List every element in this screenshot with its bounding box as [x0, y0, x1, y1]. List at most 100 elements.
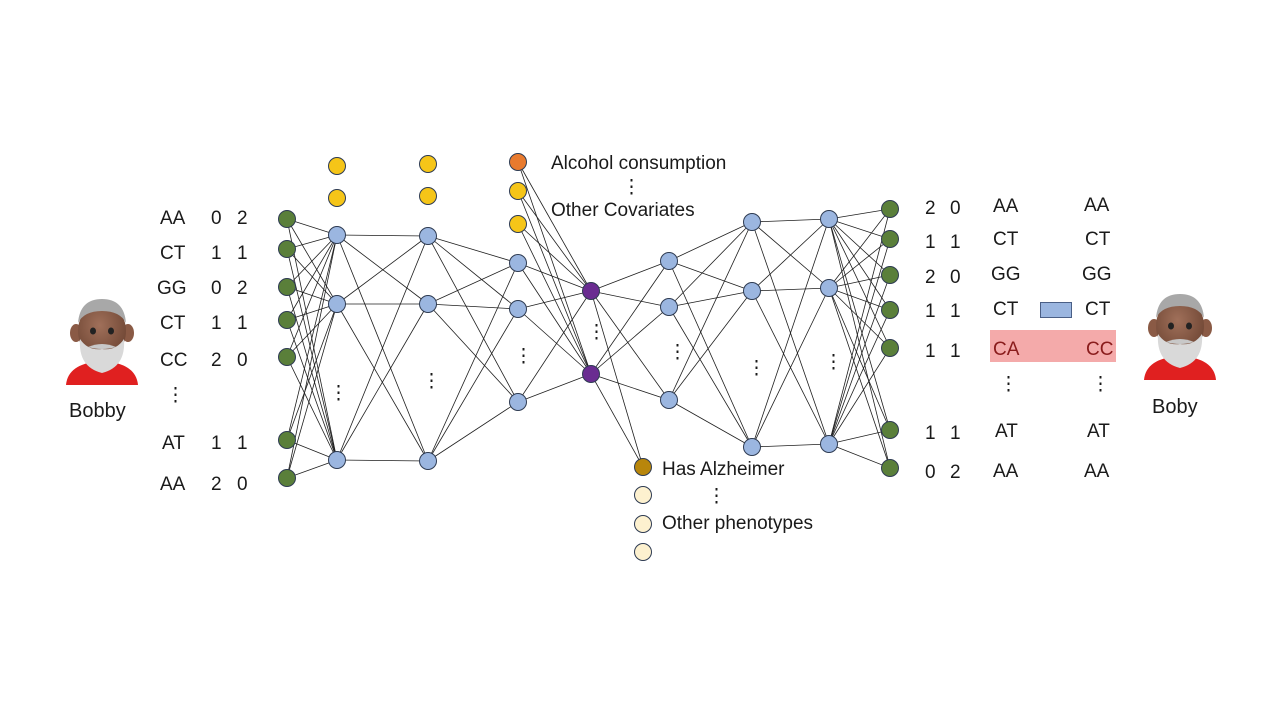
output-node [881, 421, 899, 439]
hidden-node [419, 452, 437, 470]
hidden-node [743, 282, 761, 300]
edge [427, 262, 519, 462]
edge [828, 287, 891, 349]
edge [336, 303, 429, 461]
edge [286, 234, 338, 288]
output-count: 0 [950, 267, 961, 288]
covariate-ellipsis: ⋮ [622, 177, 641, 198]
hidden-node [328, 451, 346, 469]
edge [828, 287, 891, 311]
edge [286, 303, 338, 441]
output-count: 1 [925, 341, 936, 362]
edge [828, 309, 891, 445]
edge [517, 373, 592, 403]
edge [668, 221, 753, 401]
alzheimer-node [634, 458, 652, 476]
original-genotype: AT [1087, 421, 1110, 442]
output-ellipsis: ⋮ [1091, 374, 1110, 395]
edge [286, 356, 338, 461]
alcohol-node [509, 153, 527, 171]
edge [751, 218, 830, 292]
edge [517, 290, 592, 403]
input-count: 0 [237, 474, 248, 495]
edge [517, 223, 592, 375]
covariate-node [419, 155, 437, 173]
output-count: 2 [925, 267, 936, 288]
input-node [278, 348, 296, 366]
edge [517, 223, 592, 292]
input-count: 2 [211, 350, 222, 371]
reconstructed-genotype: CT [993, 299, 1019, 320]
mismatch-highlight [990, 330, 1116, 362]
input-count: 1 [237, 433, 248, 454]
reconstructed-genotype: GG [991, 264, 1021, 285]
edge [668, 260, 753, 292]
input-count: 0 [237, 350, 248, 371]
edge [336, 234, 429, 305]
edge [590, 373, 670, 401]
covariate-node [509, 215, 527, 233]
phenotype-node [634, 543, 652, 561]
reconstructed-genotype: AA [993, 196, 1019, 217]
edge [517, 262, 592, 375]
hidden-node-legend-rect [1040, 302, 1072, 318]
edge [828, 218, 891, 431]
input-genotype: CT [160, 243, 186, 264]
output-count: 1 [925, 423, 936, 444]
edge [751, 218, 830, 223]
output-count: 1 [925, 301, 936, 322]
hidden-node [419, 295, 437, 313]
edge [336, 234, 429, 237]
input-genotype: CT [160, 313, 186, 334]
covariate-node [509, 182, 527, 200]
edge [427, 308, 519, 462]
phenotype-label-alzheimer: Has Alzheimer [662, 459, 785, 480]
edge [751, 218, 830, 448]
edge [590, 290, 670, 308]
input-count: 1 [237, 313, 248, 334]
input-count: 2 [237, 278, 248, 299]
hidden-node [509, 254, 527, 272]
edge [517, 161, 592, 292]
edge [828, 287, 891, 469]
input-count: 2 [211, 474, 222, 495]
output-node [881, 301, 899, 319]
output-count: 2 [950, 462, 961, 483]
input-genotype: CC [160, 350, 188, 371]
original-genotype-mismatch: CC [1086, 339, 1114, 360]
edge [828, 218, 891, 311]
output-node [881, 266, 899, 284]
edge [517, 290, 592, 310]
edge [427, 235, 519, 264]
right-person-name: Boby [1152, 396, 1198, 418]
phenotype-node [634, 515, 652, 533]
edge [517, 161, 592, 375]
edge [286, 303, 338, 479]
input-genotype: GG [157, 278, 187, 299]
edge [427, 303, 519, 310]
edge [590, 260, 670, 292]
original-genotype: CT [1085, 229, 1111, 250]
input-node [278, 240, 296, 258]
output-count: 0 [925, 462, 936, 483]
input-node [278, 278, 296, 296]
edge [286, 303, 338, 358]
output-count: 1 [925, 232, 936, 253]
edge [668, 260, 753, 448]
original-genotype: GG [1082, 264, 1112, 285]
edge [751, 443, 830, 448]
input-count: 0 [211, 278, 222, 299]
input-count: 1 [211, 433, 222, 454]
edge [828, 218, 891, 276]
edge [668, 290, 753, 308]
output-count: 1 [950, 232, 961, 253]
bobby-avatar [66, 299, 138, 385]
edge [427, 235, 519, 403]
input-count: 0 [211, 208, 222, 229]
covariate-label-other: Other Covariates [551, 200, 695, 221]
edge [828, 208, 891, 220]
edge [828, 218, 891, 469]
edge [517, 262, 592, 292]
edge [286, 248, 338, 305]
